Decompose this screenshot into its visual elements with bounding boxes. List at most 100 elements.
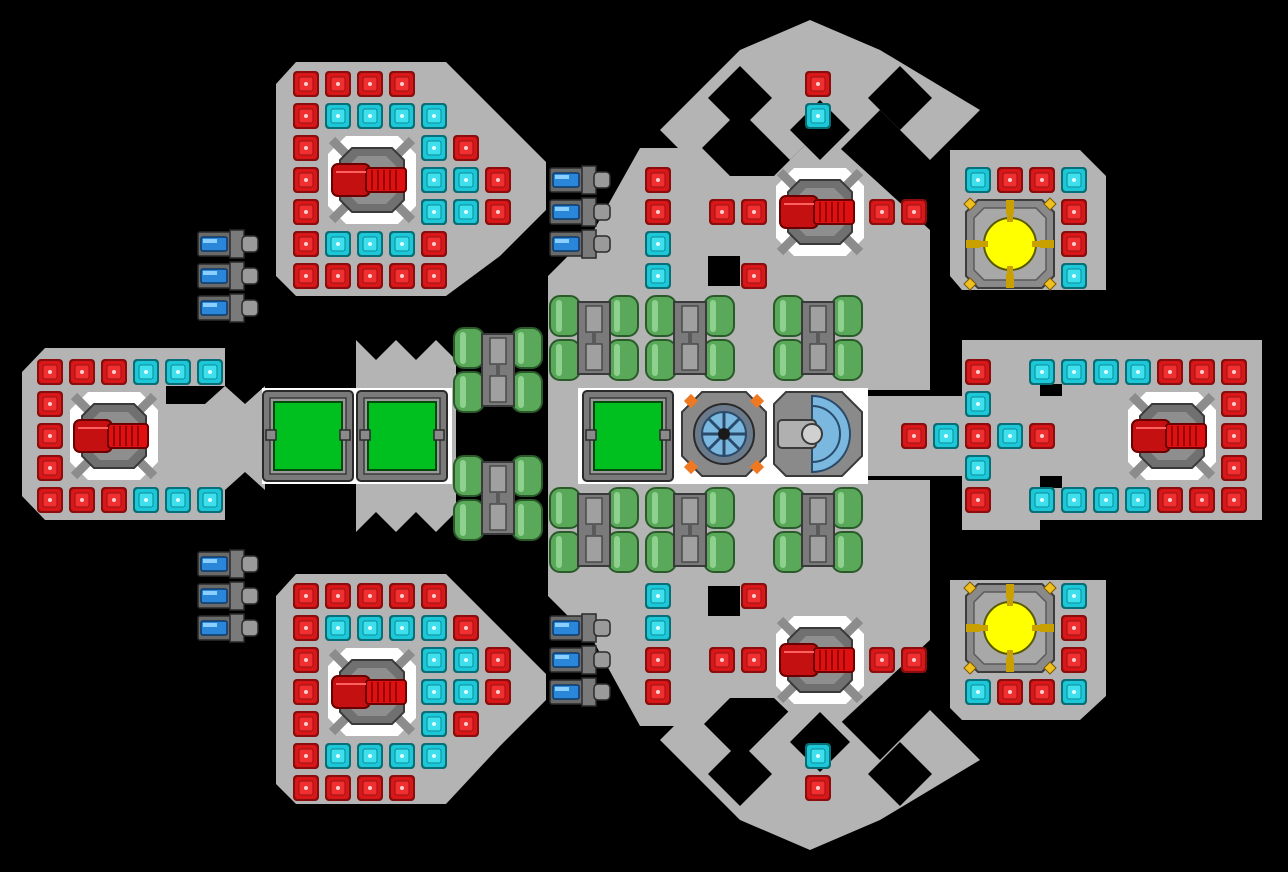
thruster-icon[interactable] xyxy=(549,677,611,707)
armor-block-icon[interactable] xyxy=(900,646,928,674)
thruster-icon[interactable] xyxy=(197,229,259,259)
armor-block-icon[interactable] xyxy=(964,166,992,194)
armor-block-icon[interactable] xyxy=(388,774,416,802)
armor-block-icon[interactable] xyxy=(196,358,224,386)
armor-block-icon[interactable] xyxy=(804,70,832,98)
armor-block-icon[interactable] xyxy=(420,582,448,610)
armor-block-icon[interactable] xyxy=(1060,678,1088,706)
armor-block-icon[interactable] xyxy=(452,198,480,226)
armor-block-icon[interactable] xyxy=(644,198,672,226)
armor-block-icon[interactable] xyxy=(164,358,192,386)
armor-block-icon[interactable] xyxy=(1028,422,1056,450)
armor-block-icon[interactable] xyxy=(292,198,320,226)
armor-block-icon[interactable] xyxy=(356,102,384,130)
armor-block-icon[interactable] xyxy=(100,358,128,386)
armor-block-icon[interactable] xyxy=(452,678,480,706)
armor-block-icon[interactable] xyxy=(452,134,480,162)
reactor-icon[interactable] xyxy=(963,581,1057,675)
armor-block-icon[interactable] xyxy=(132,486,160,514)
armor-block-icon[interactable] xyxy=(1060,582,1088,610)
armor-block-icon[interactable] xyxy=(452,646,480,674)
armor-block-icon[interactable] xyxy=(324,230,352,258)
armor-block-icon[interactable] xyxy=(100,486,128,514)
armor-block-icon[interactable] xyxy=(324,70,352,98)
armor-block-icon[interactable] xyxy=(996,678,1024,706)
armor-block-icon[interactable] xyxy=(708,198,736,226)
fuel-tank-icon[interactable] xyxy=(453,327,543,413)
armor-block-icon[interactable] xyxy=(1028,678,1056,706)
armor-block-icon[interactable] xyxy=(356,742,384,770)
armor-block-icon[interactable] xyxy=(484,646,512,674)
cannon-turret-icon[interactable] xyxy=(776,168,864,256)
cannon-turret-icon[interactable] xyxy=(70,392,158,480)
armor-block-icon[interactable] xyxy=(324,582,352,610)
armor-block-icon[interactable] xyxy=(740,198,768,226)
armor-block-icon[interactable] xyxy=(964,486,992,514)
armor-block-icon[interactable] xyxy=(324,742,352,770)
thruster-icon[interactable] xyxy=(549,165,611,195)
armor-block-icon[interactable] xyxy=(900,198,928,226)
armor-block-icon[interactable] xyxy=(484,678,512,706)
armor-block-icon[interactable] xyxy=(36,358,64,386)
armor-block-icon[interactable] xyxy=(1060,486,1088,514)
armor-block-icon[interactable] xyxy=(740,262,768,290)
armor-block-icon[interactable] xyxy=(804,774,832,802)
armor-block-icon[interactable] xyxy=(644,582,672,610)
armor-block-icon[interactable] xyxy=(388,614,416,642)
fuel-tank-icon[interactable] xyxy=(453,455,543,541)
armor-block-icon[interactable] xyxy=(1060,646,1088,674)
armor-block-icon[interactable] xyxy=(1156,486,1184,514)
armor-block-icon[interactable] xyxy=(164,486,192,514)
armor-block-icon[interactable] xyxy=(388,262,416,290)
thruster-icon[interactable] xyxy=(197,261,259,291)
armor-block-icon[interactable] xyxy=(1060,198,1088,226)
armor-block-icon[interactable] xyxy=(68,358,96,386)
armor-block-icon[interactable] xyxy=(452,710,480,738)
armor-block-icon[interactable] xyxy=(1124,486,1152,514)
cargo-block-icon[interactable] xyxy=(582,390,674,482)
armor-block-icon[interactable] xyxy=(1220,454,1248,482)
armor-block-icon[interactable] xyxy=(292,774,320,802)
thruster-icon[interactable] xyxy=(197,581,259,611)
armor-block-icon[interactable] xyxy=(292,166,320,194)
cargo-block-icon[interactable] xyxy=(356,390,448,482)
armor-block-icon[interactable] xyxy=(292,262,320,290)
armor-block-icon[interactable] xyxy=(292,102,320,130)
thruster-icon[interactable] xyxy=(197,549,259,579)
armor-block-icon[interactable] xyxy=(644,230,672,258)
armor-block-icon[interactable] xyxy=(388,742,416,770)
armor-block-icon[interactable] xyxy=(964,454,992,482)
armor-block-icon[interactable] xyxy=(1220,486,1248,514)
armor-block-icon[interactable] xyxy=(132,358,160,386)
armor-block-icon[interactable] xyxy=(1060,262,1088,290)
armor-block-icon[interactable] xyxy=(420,678,448,706)
armor-block-icon[interactable] xyxy=(388,102,416,130)
armor-block-icon[interactable] xyxy=(420,102,448,130)
armor-block-icon[interactable] xyxy=(324,774,352,802)
armor-block-icon[interactable] xyxy=(292,70,320,98)
armor-block-icon[interactable] xyxy=(996,422,1024,450)
armor-block-icon[interactable] xyxy=(1092,486,1120,514)
armor-block-icon[interactable] xyxy=(292,134,320,162)
armor-block-icon[interactable] xyxy=(420,198,448,226)
armor-block-icon[interactable] xyxy=(1220,422,1248,450)
armor-block-icon[interactable] xyxy=(420,646,448,674)
armor-block-icon[interactable] xyxy=(804,742,832,770)
armor-block-icon[interactable] xyxy=(356,614,384,642)
armor-block-icon[interactable] xyxy=(1156,358,1184,386)
armor-block-icon[interactable] xyxy=(1060,230,1088,258)
armor-block-icon[interactable] xyxy=(420,262,448,290)
armor-block-icon[interactable] xyxy=(644,646,672,674)
armor-block-icon[interactable] xyxy=(868,198,896,226)
armor-block-icon[interactable] xyxy=(36,390,64,418)
armor-block-icon[interactable] xyxy=(292,710,320,738)
armor-block-icon[interactable] xyxy=(1220,390,1248,418)
armor-block-icon[interactable] xyxy=(708,646,736,674)
armor-block-icon[interactable] xyxy=(420,134,448,162)
armor-block-icon[interactable] xyxy=(740,646,768,674)
armor-block-icon[interactable] xyxy=(900,422,928,450)
armor-block-icon[interactable] xyxy=(1028,358,1056,386)
armor-block-icon[interactable] xyxy=(1060,166,1088,194)
armor-block-icon[interactable] xyxy=(932,422,960,450)
